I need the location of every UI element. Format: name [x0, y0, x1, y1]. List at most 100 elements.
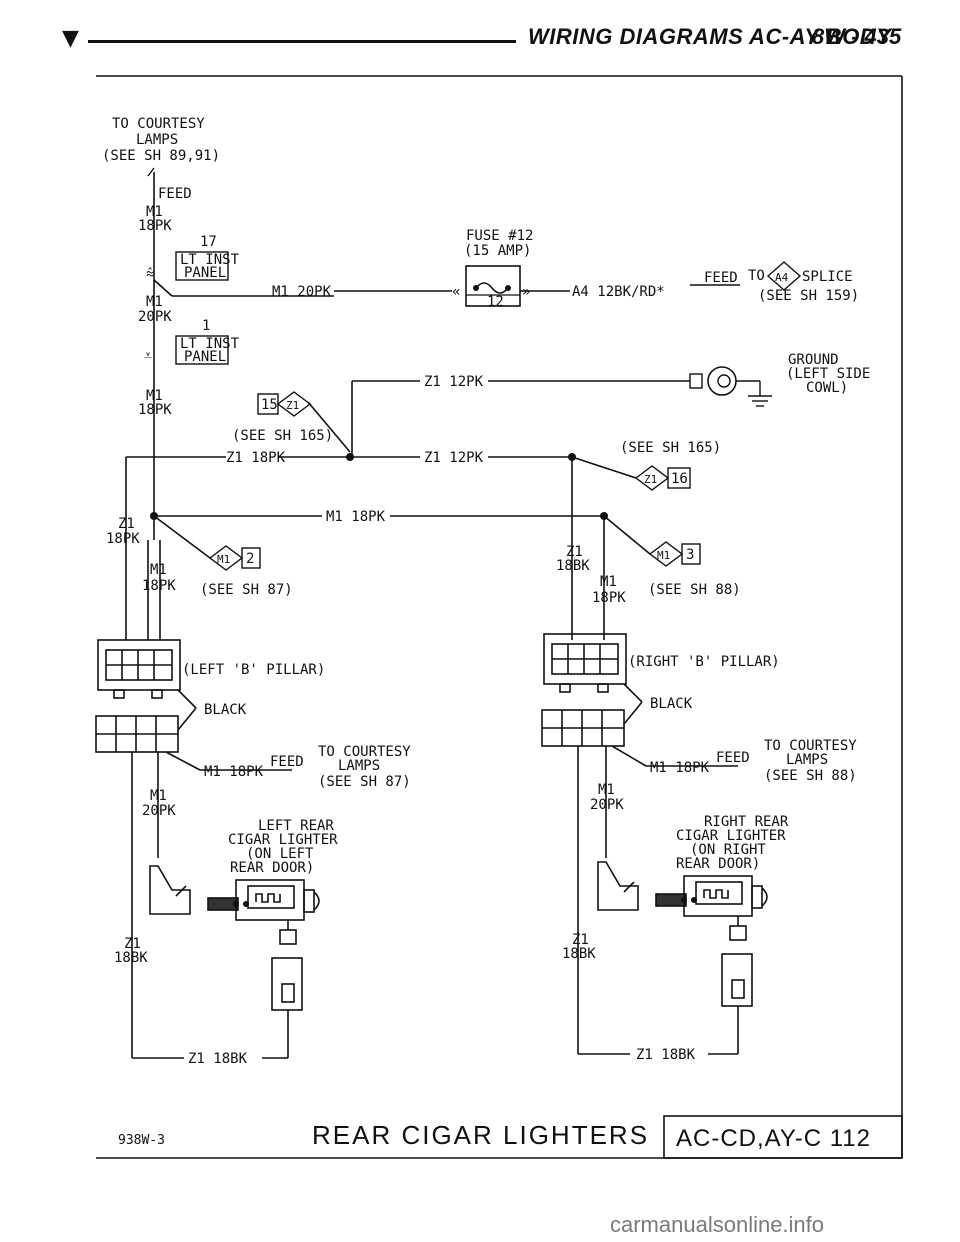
left-lighter-line-1: LEFT REAR [258, 818, 334, 834]
fuse-terminal-icon [505, 285, 511, 291]
black-label-left: BLACK [204, 702, 247, 718]
feed-to-label: FEED [704, 270, 738, 286]
courtesy-top-line-1: TO COURTESY [112, 116, 205, 132]
courtesy-top-line-2: LAMPS [136, 132, 178, 148]
panel-label-2: PANEL [184, 349, 226, 365]
fuse-amp-label: (15 AMP) [464, 243, 531, 259]
18pk-label-splice-3: 18PK [592, 590, 626, 606]
m1-18pk-feed-left: M1 18PK [204, 764, 264, 780]
right-b-pillar-connector [541, 633, 627, 747]
footer-code: 938W-3 [118, 1133, 165, 1148]
see-sh-87-label: (SEE SH 87) [200, 582, 293, 598]
left-lighter-line-4: REAR DOOR) [230, 860, 314, 876]
connector-chevron-icon: » [522, 284, 530, 300]
courtesy-top-line-3: (SEE SH 89,91) [102, 148, 220, 164]
18bk-label-lower-right: 18BK [562, 946, 596, 962]
18bk-label-lower-left: 18BK [114, 950, 148, 966]
m1-label-lower-right: M1 [598, 782, 615, 798]
connector-arrow-icon: ⩯ [146, 266, 154, 282]
left-cigar-lighter-icon [149, 865, 320, 1011]
18pk-label-top: 18PK [138, 218, 172, 234]
ground-left-side: (LEFT SIDE [786, 366, 870, 382]
see-sh-159: (SEE SH 159) [758, 288, 859, 304]
splice-3-box [681, 543, 701, 565]
18pk-label-splice-2: 18PK [142, 578, 176, 594]
splice-dots [150, 453, 608, 520]
fuse-terminal-icon [473, 285, 479, 291]
splice-3-tag: M1 [657, 549, 670, 562]
m1-label-splice-2: M1 [150, 562, 167, 578]
courtesy-88-line-1: TO COURTESY [764, 738, 857, 754]
splice-16-number: 16 [671, 471, 688, 487]
courtesy-87-line-1: TO COURTESY [318, 744, 411, 760]
right-lighter-line-4: REAR DOOR) [676, 856, 760, 872]
see-sh-88-label: (SEE SH 88) [648, 582, 741, 598]
footer-model: AC-CD,AY-C 112 [676, 1125, 871, 1152]
ground-bolt-icon [717, 374, 731, 388]
m1-label-mid: M1 [146, 294, 163, 310]
m1-18pk-feed-right: M1 18PK [650, 760, 710, 776]
right-cigar-lighter-icon [597, 861, 768, 1007]
splice-15-diamond [276, 391, 312, 417]
triangle-down-icon: ▼ [62, 26, 79, 51]
see-sh-165-left: (SEE SH 165) [232, 428, 333, 444]
panel-label-1: PANEL [184, 265, 226, 281]
left-pillar-label: (LEFT 'B' PILLAR) [182, 662, 325, 678]
a4-splice-tag: A4 [775, 271, 789, 284]
m1-label-lower-left: M1 [150, 788, 167, 804]
splice-label: SPLICE [802, 269, 853, 285]
z1-18bk-wire-left: Z1 18BK [188, 1051, 248, 1067]
connector-chevron-icon: « [452, 284, 460, 300]
courtesy-87-line-2: LAMPS [338, 758, 380, 774]
left-lighter-line-3: (ON LEFT [246, 846, 314, 862]
left-lighter-line-2: CIGAR LIGHTER [228, 832, 338, 848]
header-rule [88, 40, 516, 43]
fuse-number: 12 [487, 294, 504, 310]
a4-wire-label: A4 12BK/RD* [572, 284, 665, 300]
wires [125, 172, 740, 1059]
splice-15-tag: Z1 [286, 399, 299, 412]
splice-3-number: 3 [686, 547, 694, 563]
connector-arrow-icon: ⩡ [144, 348, 152, 364]
see-sh-165-right: (SEE SH 165) [620, 440, 721, 456]
18pk-label-low: 18PK [138, 402, 172, 418]
courtesy-88-line-2: LAMPS [786, 752, 828, 768]
fuse-box [465, 265, 521, 307]
header-title: WIRING DIAGRAMS AC-AY BODY [528, 24, 892, 49]
20pk-label-lower-left: 20PK [142, 803, 176, 819]
ground-cowl: COWL) [806, 380, 848, 396]
splice-16-tag: Z1 [644, 473, 657, 486]
right-lighter-line-1: RIGHT REAR [704, 814, 789, 830]
header-page-number: 8W - 435 [812, 24, 902, 49]
to-label: TO [748, 268, 765, 284]
z1-label-lower-left: Z1 [124, 936, 141, 952]
m1-label-splice-3: M1 [600, 574, 617, 590]
a4-splice-diamond [766, 261, 802, 291]
right-lighter-line-3: (ON RIGHT [690, 842, 766, 858]
ground-eyelet-icon [707, 366, 737, 396]
lt-inst-panel-connector-17 [175, 251, 229, 281]
splice-16-box [667, 467, 691, 489]
20pk-label-lower-right: 20PK [590, 797, 624, 813]
left-b-pillar-connector [95, 639, 181, 753]
lighter-terminal-icon [243, 901, 249, 907]
splice-2-number: 2 [246, 551, 254, 567]
z1-label-lower-right: Z1 [572, 932, 589, 948]
splice-15-number: 15 [261, 397, 278, 413]
feed-arrow-icon [147, 167, 155, 177]
courtesy-88-line-3: (SEE SH 88) [764, 768, 857, 784]
footer-model-box [663, 1115, 903, 1159]
18bk-label-right: 18BK [556, 558, 590, 574]
20pk-label-mid: 20PK [138, 309, 172, 325]
ground-symbol-icon [736, 380, 772, 407]
fuse-symbol-icon [475, 282, 509, 294]
page-header: ▼ WIRING DIAGRAMS AC-AY BODY 8W - 435 [0, 0, 960, 70]
m1-18pk-wire-label: M1 18PK [326, 509, 386, 525]
lighter-terminal-icon [233, 901, 239, 907]
z1-label-left: Z1 [118, 516, 135, 532]
m1-20pk-wire-label: M1 20PK [272, 284, 332, 300]
ground-terminal [689, 373, 703, 389]
black-label-right: BLACK [650, 696, 693, 712]
splice-2-box [241, 547, 261, 569]
